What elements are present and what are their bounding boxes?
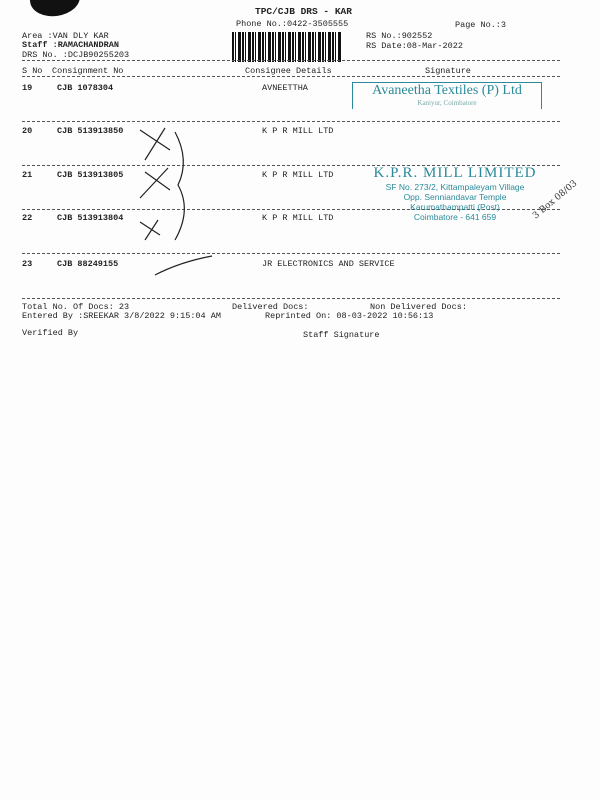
row-sno: 19 [22,83,33,93]
divider [22,253,560,254]
row-consignee: K P R MILL LTD [262,213,334,223]
col-sno: S No [22,66,43,76]
staff-signature: Staff Signature [303,330,380,340]
rs-date: RS Date:08-Mar-2022 [366,41,463,51]
staff: Staff :RAMACHANDRAN [22,40,119,50]
col-signature: Signature [425,66,471,76]
stamp-title: Avaneetha Textiles (P) Ltd [372,83,522,98]
row-consignee: K P R MILL LTD [262,126,334,136]
row-sno: 23 [22,259,33,269]
row-consignment: CJB 1078304 [57,83,114,93]
col-consignee: Consignee Details [245,66,332,76]
divider [22,209,560,210]
row-sno: 22 [22,213,33,223]
delivered-docs: Delivered Docs: [232,302,309,312]
drs-number: DRS No. :DCJB90255203 [22,50,130,60]
stamp-subtitle: Kaniyur, Coimbatore [417,99,477,107]
stamp-line: Coimbatore - 641 659 [413,212,497,222]
phone: Phone No.:0422-3505555 [236,19,349,29]
divider [22,76,560,77]
total-docs: Total No. Of Docs: 23 [22,302,130,312]
divider [22,121,560,122]
stamp-line: Opp. Senniandavar Temple [403,192,507,202]
row-consignee: AVNEETTHA [262,83,308,93]
row-consignment: CJB 513913804 [57,213,124,223]
stamp-line: SF No. 273/2, Kittampaleyam Village [385,182,525,192]
area: Area :VAN DLY KAR [22,31,109,41]
row-sno: 20 [22,126,33,136]
barcode [232,32,342,62]
row-consignment: CJB 88249155 [57,259,119,269]
avneetha-stamp: Avaneetha Textiles (P) Ltd Kaniyur, Coim… [352,82,542,109]
entered-by: Entered By :SREEKAR 3/8/2022 9:15:04 AM [22,311,221,321]
kpr-stamp: K.P.R. MILL LIMITED SF No. 273/2, Kittam… [360,165,550,222]
row-consignee: JR ELECTRONICS AND SERVICE [262,259,395,269]
row-sno: 21 [22,170,33,180]
col-consignment: Consignment No [52,66,124,76]
row-consignment: CJB 513913805 [57,170,124,180]
stamp-title: K.P.R. MILL LIMITED [373,165,537,181]
divider [22,60,560,61]
stamp-line: Karumathampatti (Post) [410,202,500,212]
doc-title: TPC/CJB DRS - KAR [255,6,352,17]
verified-by: Verified By [22,328,79,338]
row-consignee: K P R MILL LTD [262,170,334,180]
rs-number: RS No.:902552 [366,31,433,41]
reprinted-on: Reprinted On: 08-03-2022 10:56:13 [265,311,434,321]
divider [22,165,560,166]
row-consignment: CJB 513913850 [57,126,124,136]
non-delivered-docs: Non Delivered Docs: [370,302,467,312]
page-number: Page No.:3 [455,20,507,30]
divider [22,298,560,299]
